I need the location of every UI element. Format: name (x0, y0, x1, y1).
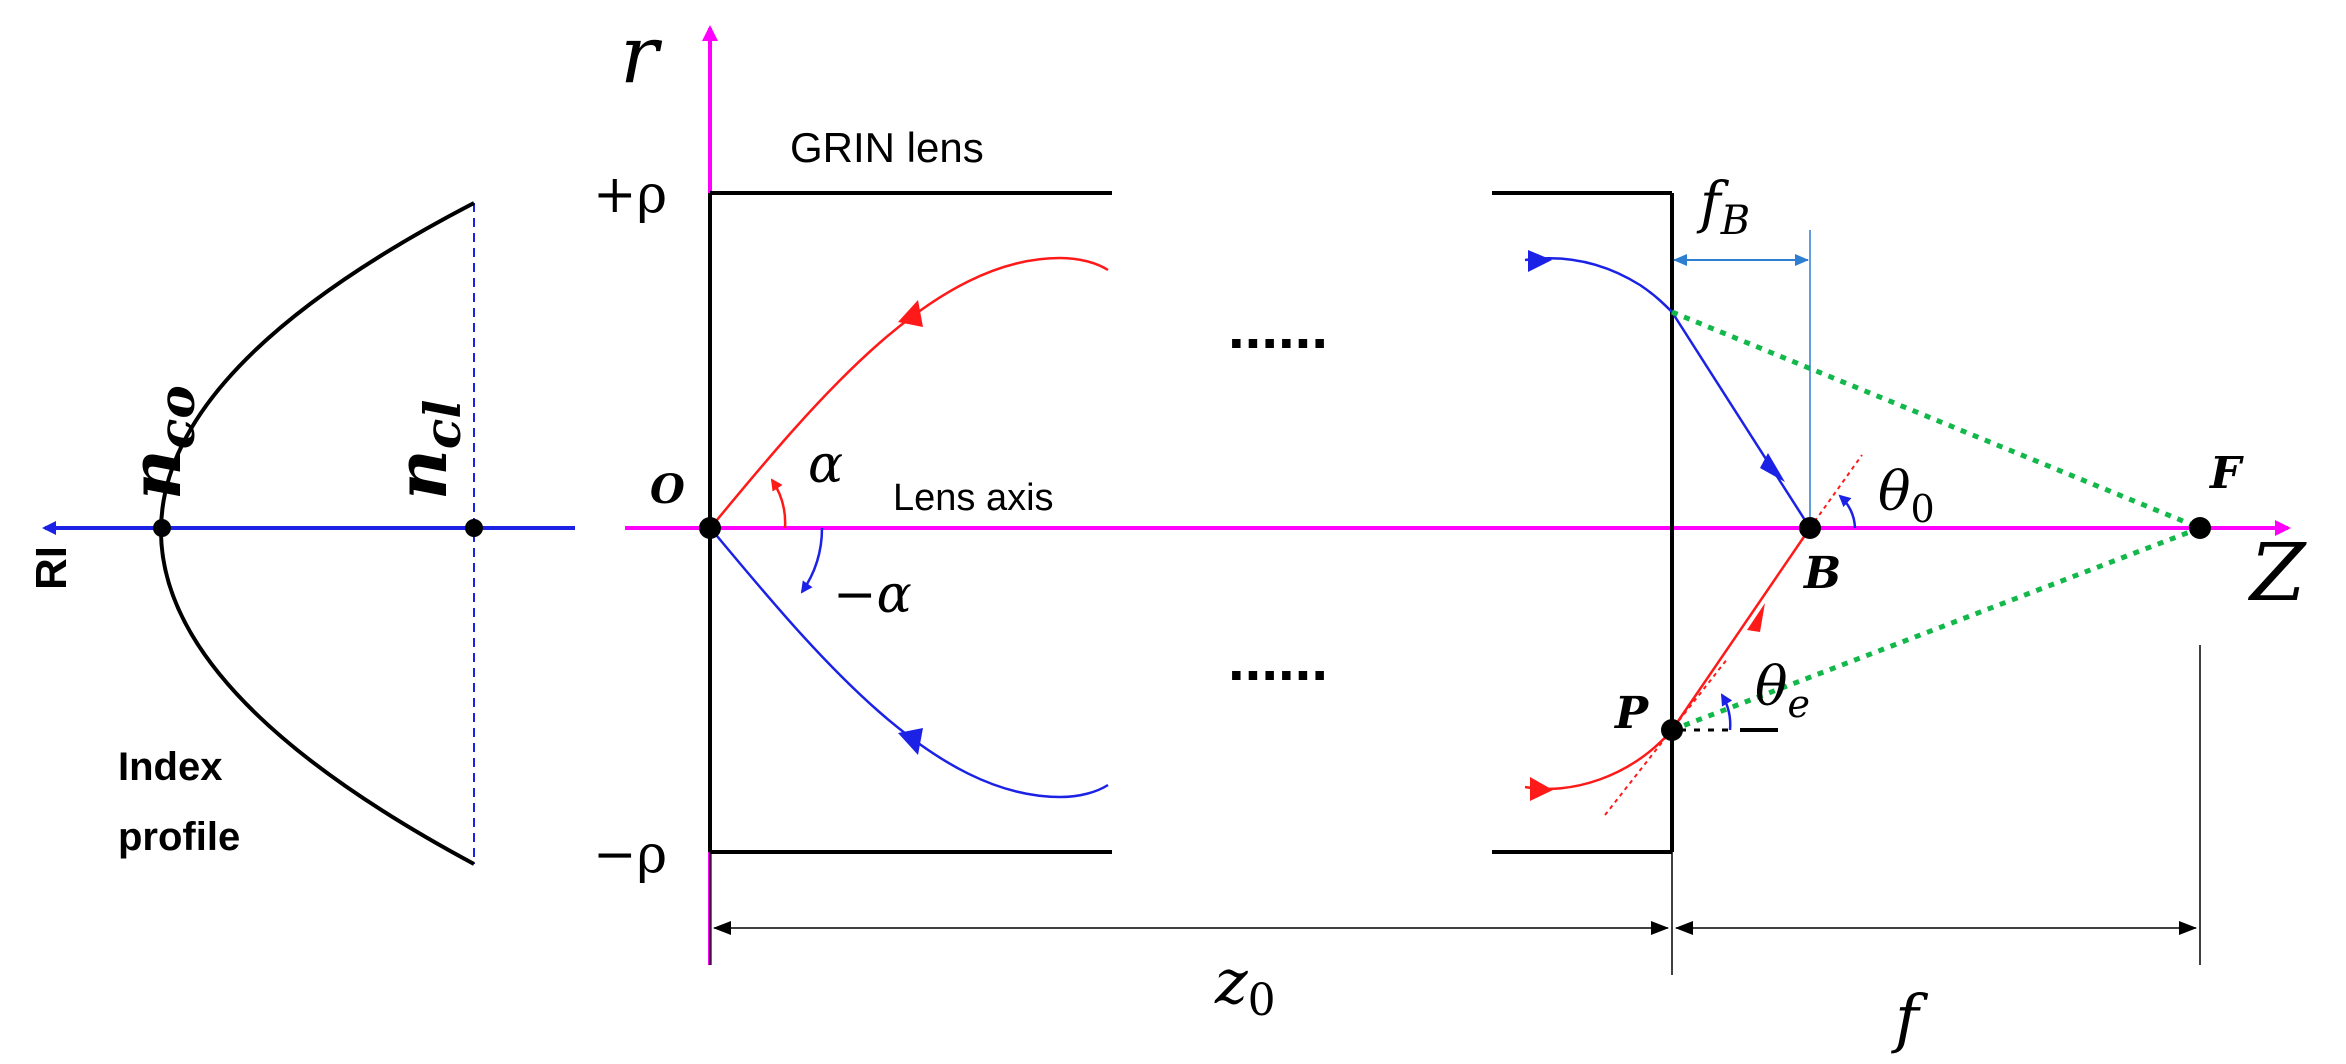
index-profile-panel: RI nco ncl Index profile (27, 201, 575, 866)
point-F (2189, 517, 2211, 539)
red-ray-arrowhead (898, 300, 923, 327)
thetae-arc (1720, 693, 1733, 731)
z0-label: z0 (1214, 945, 1276, 1026)
r-axis-label: r (620, 8, 663, 101)
core-index-dot (153, 519, 171, 537)
origin-label: O (650, 466, 685, 513)
ellipsis-bottom: ...... (1228, 626, 1328, 693)
blue-ray-lower (711, 529, 1109, 799)
point-B (1799, 517, 1821, 539)
red-ray-outside-arrowhead (1747, 603, 1765, 632)
minus-alpha-arc (800, 527, 824, 594)
point-F-label: F (2208, 448, 2244, 499)
lens-panel: ...... ...... (593, 8, 2307, 1056)
plus-rho-label: +ρ (593, 165, 667, 225)
minus-alpha-label: −α (833, 565, 912, 625)
point-B-label: B (1802, 548, 1841, 599)
blue-ray-exit-outside (1670, 311, 1812, 529)
cladding-index-dot (465, 519, 483, 537)
f-label: f (1891, 982, 1929, 1056)
minus-rho-label: −ρ (593, 825, 667, 885)
n-clad-label: ncl (380, 400, 472, 500)
blue-ray-inside-arrowhead (1528, 250, 1552, 272)
red-ray-exit-inside (1524, 729, 1673, 791)
lens-axis-caption: Lens axis (893, 477, 1054, 519)
alpha-arc (770, 478, 787, 529)
blue-ray-exit-inside (1524, 257, 1673, 313)
fB-label: fB (1696, 171, 1750, 244)
index-profile-caption-2: profile (118, 815, 240, 859)
thetae-label: θe (1755, 655, 1810, 726)
index-profile-caption-1: Index (118, 745, 222, 789)
red-ray-upper (711, 256, 1109, 527)
tangent-at-B (1809, 454, 1863, 529)
theta0-label: θ0 (1878, 460, 1935, 531)
n-core-label: nco (114, 385, 206, 500)
ri-axis-label: RI (27, 546, 76, 590)
z-axis-label: Z (2247, 526, 2307, 619)
alpha-label: α (808, 435, 843, 495)
theta0-arc (1838, 494, 1857, 529)
point-P-label: P (1613, 688, 1650, 739)
red-ray-exit-outside (1670, 527, 1812, 731)
origin-point (699, 517, 721, 539)
grin-lens-outline (708, 191, 1674, 854)
ellipsis-top: ...... (1228, 294, 1328, 361)
grin-lens-label: GRIN lens (790, 124, 984, 171)
blue-ray-arrowhead (898, 728, 923, 755)
red-ray-inside-arrowhead (1530, 777, 1553, 801)
focus-lines (1671, 309, 2201, 733)
point-P (1661, 719, 1683, 741)
blue-ray-outside-arrowhead (1760, 453, 1785, 482)
